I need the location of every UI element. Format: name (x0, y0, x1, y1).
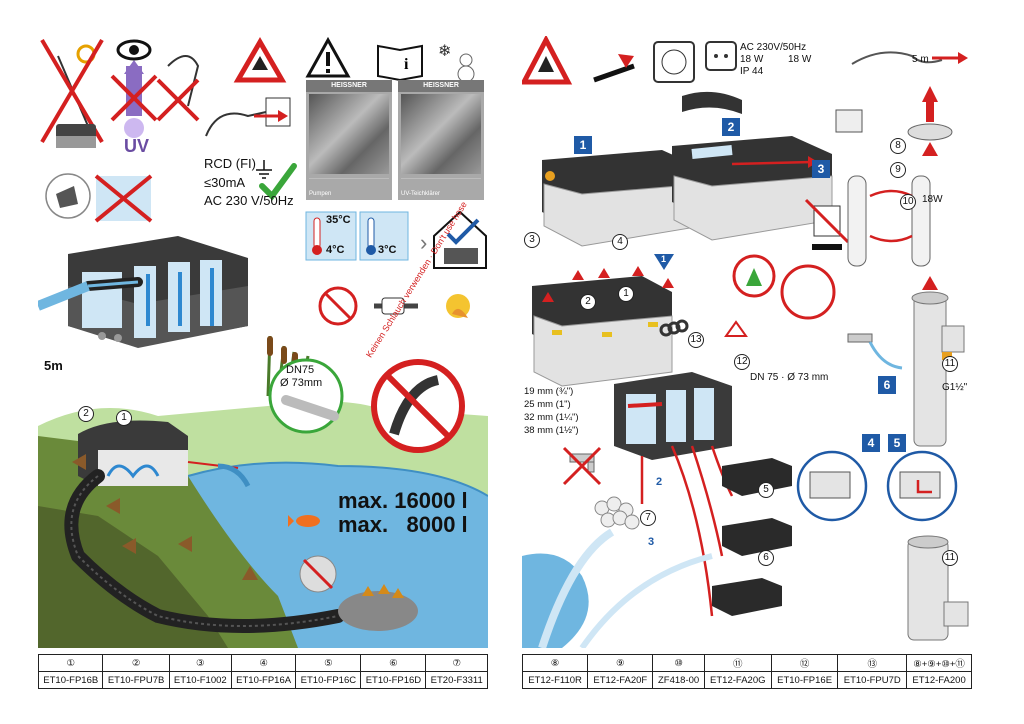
dn-spec: DN 75 · Ø 73 mm (750, 372, 829, 383)
cable-length: 5 m (912, 54, 929, 65)
part-header: ⑧+⑨+⑩+⑪ (906, 654, 972, 672)
part-header: ⑨ (587, 654, 654, 672)
uv-manual-card: HEISSNER UV-Teichklärer (398, 80, 484, 200)
callout-2-r: 2 (580, 294, 596, 310)
uv-label: UV (124, 136, 150, 156)
callout-10: 10 (900, 194, 916, 210)
part-header: ① (37, 654, 104, 672)
part-header: ② (102, 654, 170, 672)
power-spec-watt-a: 18 W (740, 54, 764, 65)
rcd-line-3: AC 230 V/50Hz (204, 193, 294, 208)
right-illustration (522, 36, 969, 648)
part-code: ET12-FA200 (906, 671, 972, 689)
part-code: ET10-FPU7D (837, 671, 908, 689)
part-code: ET12-F110R (521, 671, 589, 689)
svg-text:›: › (420, 230, 427, 255)
thread-size: G1½" (942, 382, 968, 393)
card-title-pumps: Pumpen (309, 191, 332, 197)
part-code: ET10-FP16B (37, 671, 104, 689)
callout-2: 2 (78, 406, 94, 422)
power-spec-voltage: AC 230V/50Hz (740, 42, 807, 53)
left-illustration: i ❄ › (38, 36, 488, 648)
part-header: ⑫ (770, 654, 839, 672)
callout-13: 13 (688, 332, 704, 348)
triangle-1: 1 (661, 254, 667, 264)
left-instruction-page: i ❄ › (38, 36, 488, 648)
callout-11: 11 (942, 356, 958, 372)
part-header: ⑩ (652, 654, 705, 672)
callout-6: 6 (758, 550, 774, 566)
callout-1-r: 1 (618, 286, 634, 302)
dn-line-1: DN75 (286, 364, 315, 376)
rcd-line-1: RCD (FI) (204, 156, 256, 171)
temp-high: 35°C (326, 214, 351, 226)
callout-7: 7 (640, 510, 656, 526)
svg-text:❄: ❄ (438, 43, 451, 60)
no-touch-uv-icon (156, 55, 200, 122)
part-header: ⑬ (837, 654, 908, 672)
step-6-label: 6 (878, 376, 896, 394)
callout-8: 8 (890, 138, 906, 154)
no-look-uv-icon (110, 39, 158, 138)
part-code: ZF418-00 (652, 671, 705, 689)
hose-size-32: 32 mm (1¼") (524, 412, 579, 423)
pump-manual-card: HEISSNER Pumpen (306, 80, 392, 200)
card-title-uv: UV-Teichklärer (401, 191, 441, 197)
part-code: ET12-FA20F (587, 671, 654, 689)
step-5-label: 5 (888, 434, 906, 452)
step-4-label: 4 (862, 434, 880, 452)
uv-power: 18W (922, 194, 943, 205)
part-code: ET12-FA20G (703, 671, 772, 689)
part-code: ET10-FP16E (770, 671, 839, 689)
power-spec-watt-b: 18 W (788, 54, 812, 65)
card-brand: HEISSNER (306, 80, 392, 92)
callout-3: 3 (524, 232, 540, 248)
part-header: ⑧ (521, 654, 589, 672)
max-volume-1: max. 16000 l (338, 488, 468, 513)
part-code: ET10-FP16C (295, 671, 362, 689)
hose-length: 5m (44, 358, 63, 373)
callout-11-b: 11 (942, 550, 958, 566)
part-header: ⑦ (425, 654, 488, 672)
callout-1: 1 (116, 410, 132, 426)
part-code: ET10-F1002 (168, 671, 232, 689)
callout-12: 12 (734, 354, 750, 370)
card-brand-2: HEISSNER (398, 80, 484, 92)
hose-size-19: 19 mm (¾") (524, 386, 574, 397)
svg-text:i: i (404, 56, 409, 73)
callout-5: 5 (758, 482, 774, 498)
part-header: ⑤ (295, 654, 362, 672)
hose-size-38: 38 mm (1½") (524, 425, 579, 436)
triangle-3: 3 (648, 536, 655, 548)
parts-table-left: ① ② ③ ④ ⑤ ⑥ ⑦ ET10-FP16B ET10-FPU7B ET10… (37, 654, 488, 689)
dn-line-2: Ø 73mm (280, 377, 323, 389)
parts-table-right: ⑧ ⑨ ⑩ ⑪ ⑫ ⑬ ⑧+⑨+⑩+⑪ ET12-F110R ET12-FA20… (521, 654, 972, 689)
part-header: ⑥ (360, 654, 427, 672)
triangle-2: 2 (656, 476, 663, 488)
part-code: ET10-FP16A (230, 671, 297, 689)
step-3-label: 3 (812, 160, 830, 178)
step-1-label: 1 (574, 136, 592, 154)
callout-9: 9 (890, 162, 906, 178)
part-code: ET10-FPU7B (102, 671, 170, 689)
hose-size-25: 25 mm (1") (524, 399, 571, 410)
part-header: ③ (168, 654, 232, 672)
rcd-line-2: ≤30mA (204, 175, 246, 190)
power-spec-ip: IP 44 (740, 66, 764, 77)
callout-4: 4 (612, 234, 628, 250)
right-instruction-page: AC 230V/50Hz 18 W 18 W IP 44 5 m 1 2 3 4… (522, 36, 972, 648)
part-header: ④ (230, 654, 297, 672)
part-code: ET10-FP16D (360, 671, 427, 689)
temp-low: 4°C (326, 244, 345, 256)
temp-min: 3°C (378, 244, 397, 256)
max-volume-2: max. 8000 l (338, 512, 468, 537)
step-2-label: 2 (722, 118, 740, 136)
part-header: ⑪ (703, 654, 772, 672)
part-code: ET20-F3311 (425, 671, 488, 689)
